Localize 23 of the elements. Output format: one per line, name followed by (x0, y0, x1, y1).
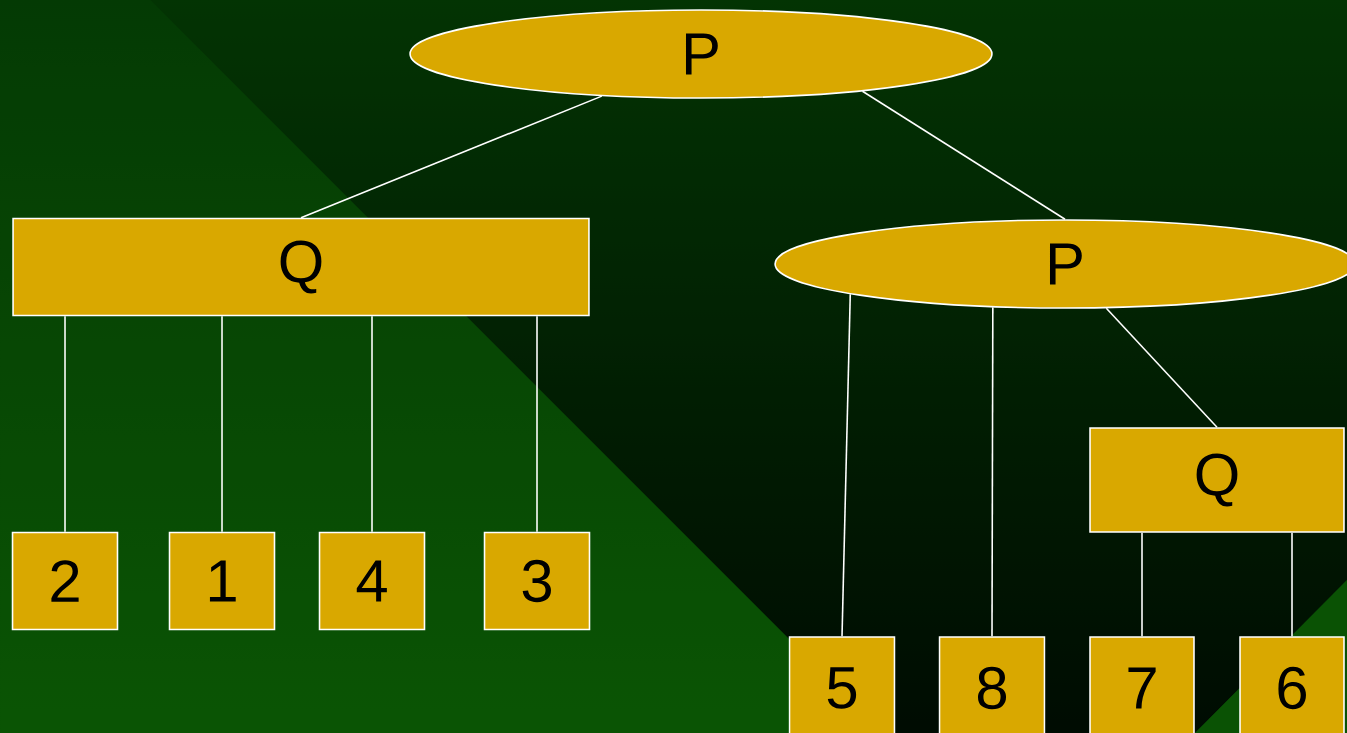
connector-line (371, 315, 373, 533)
rectangle-node: 4 (318, 531, 426, 631)
connector-line (1141, 532, 1143, 637)
connector-line (1291, 532, 1293, 637)
connector-line (861, 90, 1066, 220)
rectangle-node: 3 (483, 531, 591, 631)
connector-line (841, 293, 852, 637)
rectangle-node: 8 (938, 636, 1046, 733)
rectangle-node: 6 (1239, 636, 1345, 733)
rectangle-node: 1 (168, 531, 276, 631)
rectangle-node: 7 (1089, 636, 1195, 733)
connector-line (1105, 307, 1218, 428)
connector-line (221, 315, 223, 533)
rectangle-node: Q (1089, 427, 1345, 533)
connector-line (300, 95, 603, 219)
connector-line (991, 306, 994, 637)
rectangle-node: 2 (11, 531, 119, 631)
ellipse-node: P (409, 9, 993, 99)
rectangle-node: 5 (788, 636, 896, 733)
connector-line (536, 315, 538, 533)
rectangle-node: Q (12, 217, 590, 317)
connector-line (64, 315, 66, 533)
ellipse-node: P (774, 219, 1347, 309)
